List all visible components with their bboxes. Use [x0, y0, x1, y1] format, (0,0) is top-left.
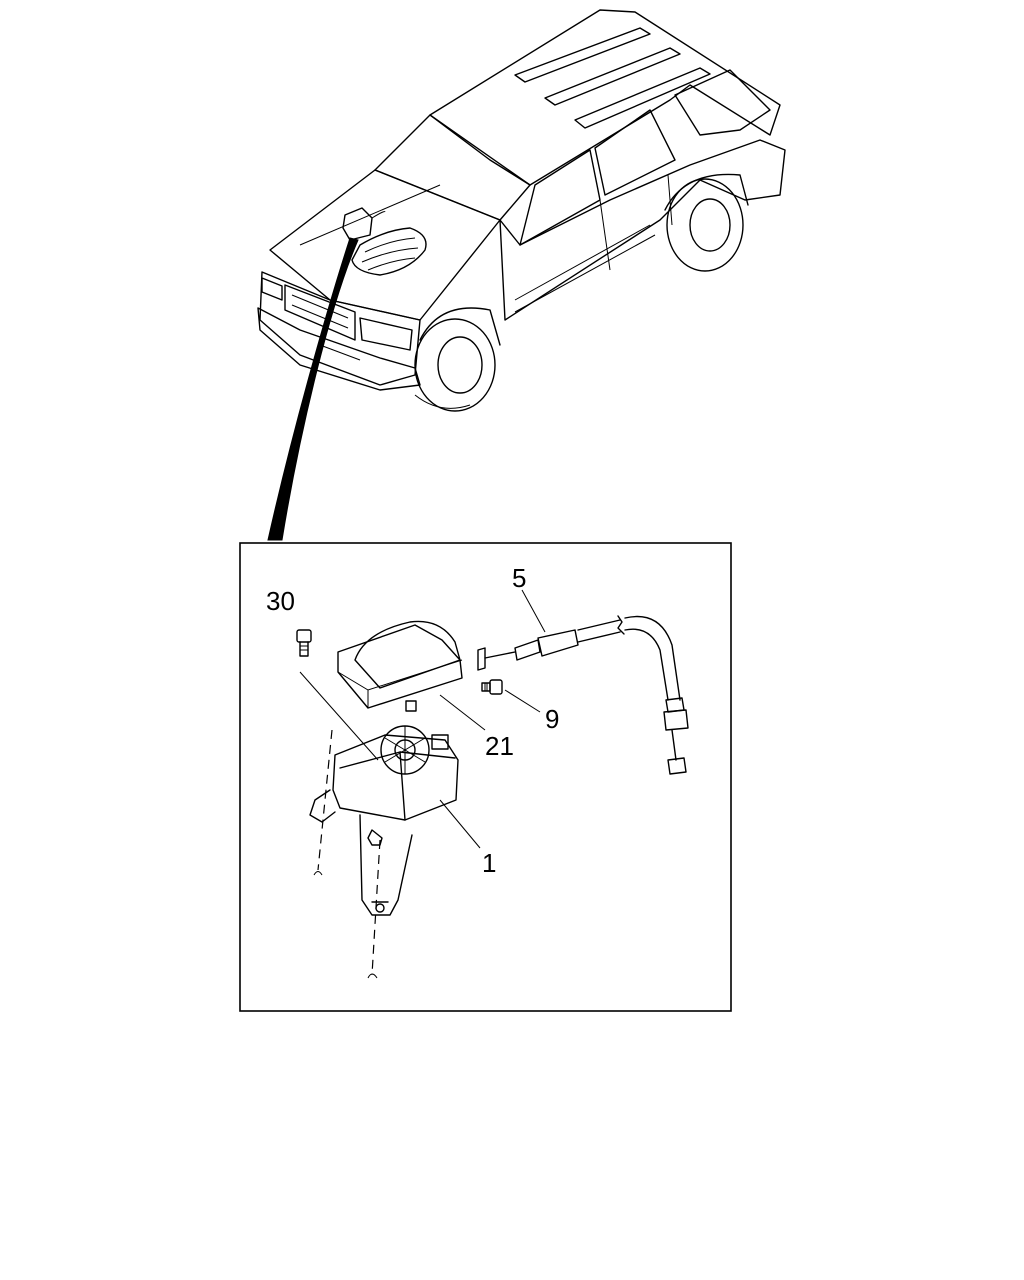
callout-part-30: 30 [266, 586, 295, 616]
actuator-part-1 [309, 725, 459, 916]
bolt-part-30 [296, 629, 312, 657]
leader-30 [299, 671, 379, 761]
bolt-part-9 [481, 679, 503, 695]
callout-part-21: 21 [485, 731, 514, 761]
leader-5 [521, 589, 546, 633]
callout-part-9: 9 [545, 704, 559, 734]
suv-illustration [257, 9, 786, 412]
alignment-line-center [371, 839, 381, 976]
alignment-line-left [317, 729, 333, 871]
nut-bottom [367, 973, 378, 979]
callout-leader-thick [267, 237, 359, 541]
nut-left [313, 871, 323, 876]
leader-1 [439, 799, 481, 849]
detail-frame [239, 542, 732, 1012]
leader-21 [439, 694, 486, 731]
callout-part-1: 1 [482, 848, 496, 878]
callout-part-5: 5 [512, 563, 526, 593]
cable-part-5 [477, 615, 689, 775]
cover-part-21 [337, 620, 463, 712]
leader-9 [504, 689, 541, 713]
